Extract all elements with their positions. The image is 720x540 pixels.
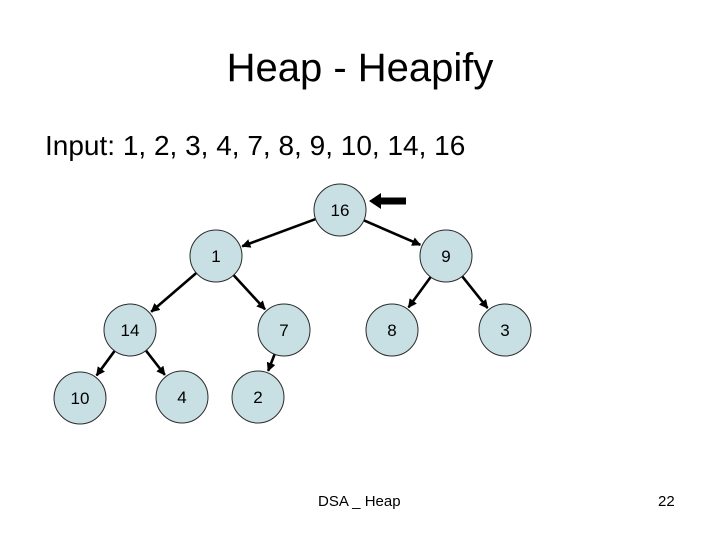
tree-node-7: 7	[257, 303, 311, 357]
tree-node-8: 8	[365, 303, 419, 357]
tree-node-2: 2	[231, 370, 285, 424]
tree-node-circle	[53, 371, 107, 425]
tree-edge-9-8	[407, 276, 432, 309]
tree-edge-1-7	[232, 274, 267, 311]
tree-node-circle	[313, 183, 367, 237]
tree-node-label: 8	[387, 321, 396, 340]
tree-node-circle	[103, 303, 157, 357]
tree-edge-1-14	[150, 271, 198, 313]
tree-node-10: 10	[53, 371, 107, 425]
tree-node-1: 1	[189, 229, 243, 283]
tree-edge-14-10	[95, 350, 116, 377]
tree-edge-14-4	[144, 349, 166, 376]
tree-node-label: 10	[71, 389, 90, 408]
tree-node-circle	[419, 229, 473, 283]
tree-node-circle	[365, 303, 419, 357]
tree-node-label: 7	[279, 321, 288, 340]
tree-node-label: 1	[211, 247, 220, 266]
tree-node-9: 9	[419, 229, 473, 283]
tree-node-circle	[257, 303, 311, 357]
tree-node-circle	[189, 229, 243, 283]
tree-node-16: 16	[313, 183, 367, 237]
tree-node-4: 4	[155, 370, 209, 424]
tree-node-14: 14	[103, 303, 157, 357]
tree-node-label: 2	[253, 388, 262, 407]
current-node-arrow-icon	[369, 193, 406, 209]
slide-title: Heap - Heapify	[226, 46, 494, 90]
tree-edge-7-2	[266, 353, 276, 372]
footer-text: DSA _ Heap	[318, 493, 401, 510]
tree-node-circle	[155, 370, 209, 424]
tree-node-label: 16	[331, 201, 350, 220]
tree-node-label: 3	[500, 321, 509, 340]
tree-node-circle	[478, 303, 532, 357]
tree-node-label: 4	[177, 388, 186, 407]
tree-edge-16-1	[241, 217, 317, 248]
page-number: 22	[658, 493, 675, 510]
tree-edge-16-9	[363, 219, 422, 247]
tree-node-3: 3	[478, 303, 532, 357]
tree-node-label: 9	[441, 247, 450, 266]
tree-node-label: 14	[121, 321, 140, 340]
tree-edge-9-3	[461, 275, 489, 309]
input-sequence-text: Input: 1, 2, 3, 4, 7, 8, 9, 10, 14, 16	[45, 130, 466, 161]
tree-node-circle	[231, 370, 285, 424]
